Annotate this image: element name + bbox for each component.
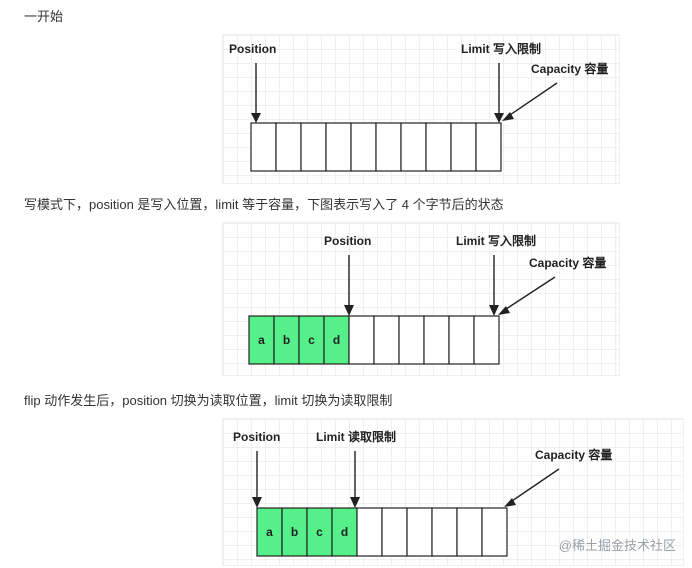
capacity-arrow (508, 468, 560, 504)
capacity-arrow (506, 82, 558, 118)
buffer-cell (375, 122, 402, 172)
caption-write-mode: 写模式下，position 是写入位置，limit 等于容量，下图表示写入了 4… (24, 197, 504, 212)
limit-label: Limit 写入限制 (461, 41, 541, 56)
buffer-cell-text: c (316, 525, 323, 539)
diagram-after-flip: Position Limit 读取限制 Capacity 容量 a b c d (222, 418, 684, 566)
buffer-cell (256, 507, 283, 557)
caption-after-flip: flip 动作发生后，position 切换为读取位置，limit 切换为读取限… (24, 393, 393, 408)
buffer-cells: a b c d (256, 507, 508, 557)
buffer-cell (450, 122, 477, 172)
buffer-cell (425, 122, 452, 172)
limit-arrow-head (489, 305, 499, 316)
buffer-cell (348, 315, 375, 365)
buffer-cells: a b c d (248, 315, 500, 365)
buffer-cell-text: a (258, 333, 265, 347)
position-arrow-head (344, 305, 354, 316)
buffer-cell-text: b (283, 333, 290, 347)
buffer-cell-text: d (333, 333, 340, 347)
buffer-cell (398, 315, 425, 365)
buffer-cell-text: b (291, 525, 298, 539)
position-arrow-head (251, 113, 261, 123)
buffer-cell (273, 315, 300, 365)
buffer-cell (298, 315, 325, 365)
limit-label: Limit 写入限制 (456, 233, 536, 248)
buffer-cell (356, 507, 383, 557)
buffer-cell (306, 507, 333, 557)
buffer-cell (275, 122, 302, 172)
buffer-cell (406, 507, 433, 557)
position-arrow-head (252, 497, 262, 508)
capacity-label: Capacity 容量 (531, 61, 608, 76)
capacity-label: Capacity 容量 (535, 447, 612, 462)
buffer-cell-text: a (266, 525, 273, 539)
buffer-cell-text: d (341, 525, 348, 539)
caption-initial: 一开始 (24, 9, 64, 24)
diagram-write-mode: Position Limit 写入限制 Capacity 容量 a b c d (222, 222, 620, 376)
capacity-arrow (502, 276, 556, 312)
buffer-cell (448, 315, 475, 365)
buffer-cell (381, 507, 408, 557)
position-label: Position (324, 234, 371, 248)
buffer-cell (481, 507, 508, 557)
buffer-cell (473, 315, 500, 365)
buffer-cell (281, 507, 308, 557)
buffer-cell (250, 122, 277, 172)
position-label: Position (233, 430, 280, 444)
buffer-cell (350, 122, 377, 172)
buffer-cell (300, 122, 327, 172)
buffer-cell (400, 122, 427, 172)
buffer-cells (250, 122, 502, 172)
capacity-arrow-head (504, 498, 516, 507)
capacity-arrow-head (498, 306, 510, 315)
buffer-cell (475, 122, 502, 172)
buffer-cell (431, 507, 458, 557)
capacity-label: Capacity 容量 (529, 255, 606, 270)
limit-label: Limit 读取限制 (316, 429, 396, 444)
watermark: @稀土掘金技术社区 (558, 538, 676, 553)
buffer-cell (456, 507, 483, 557)
capacity-arrow-head (502, 112, 514, 121)
buffer-cell (325, 122, 352, 172)
position-label: Position (229, 42, 276, 56)
buffer-cell-text: c (308, 333, 315, 347)
limit-arrow-head (350, 497, 360, 508)
limit-arrow-head (494, 113, 504, 123)
buffer-cell (423, 315, 450, 365)
diagram-initial: Position Limit 写入限制 Capacity 容量 (222, 34, 620, 184)
buffer-cell (373, 315, 400, 365)
